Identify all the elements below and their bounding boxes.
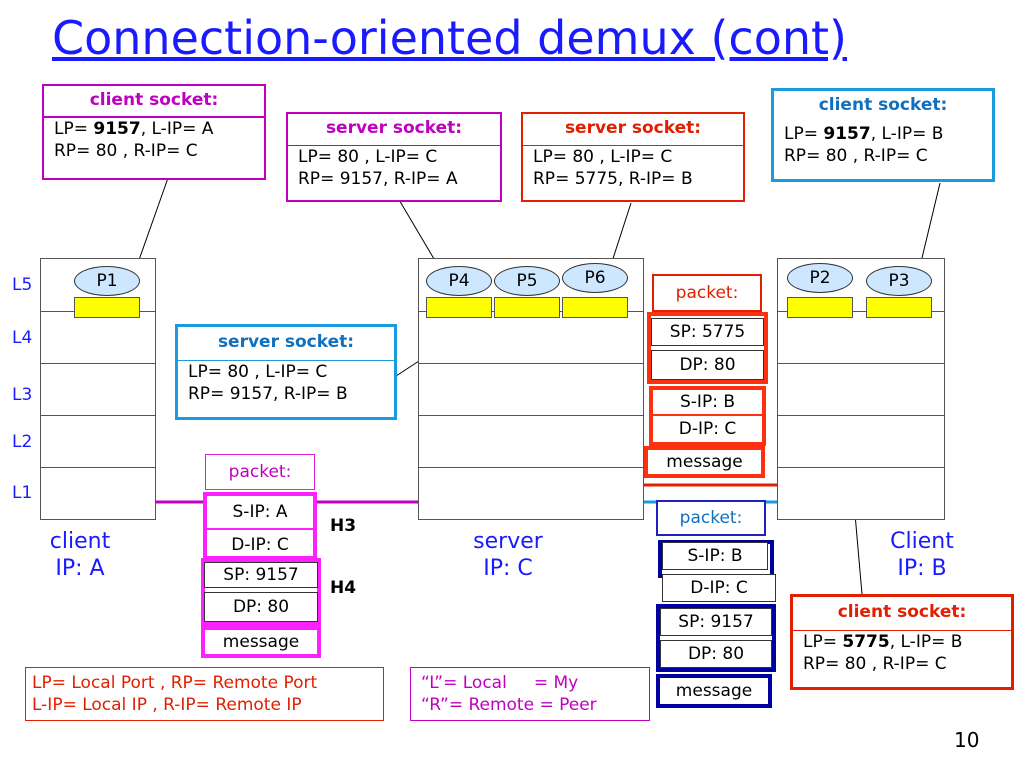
socket-header: client socket:: [42, 84, 266, 118]
socket-p1: [74, 297, 140, 318]
process-p6: P6: [562, 263, 628, 293]
socket-line-1: LP= 80 , L-IP= C: [533, 147, 673, 167]
header-label-h4: H4: [330, 578, 357, 598]
host-ip: IP: A: [55, 556, 105, 581]
packet-p2-sip: S-IP: B: [649, 386, 766, 418]
socket-p4: [426, 297, 492, 318]
packet-a-sip: S-IP: A: [203, 492, 317, 532]
process-p2: P2: [787, 263, 853, 293]
socket-line-2: RP= 80 , R-IP= C: [54, 141, 198, 161]
host-ip: IP: B: [897, 556, 947, 581]
socket-line-1: LP= 9157, L-IP= B: [784, 124, 944, 144]
header-label-h3: H3: [330, 516, 357, 536]
socket-header: client socket:: [793, 597, 1011, 631]
host-name: client: [49, 529, 111, 554]
socket-line-2: RP= 9157, R-IP= B: [188, 384, 348, 404]
packet-p2-message: message: [644, 446, 765, 478]
socket-line-1: LP= 5775, L-IP= B: [803, 632, 963, 652]
socket-p3: [866, 297, 932, 318]
layer-label-l1: L1: [12, 483, 33, 503]
process-p3: P3: [866, 266, 932, 296]
server-p6-socket-box: server socket: LP= 80 , L-IP= C RP= 5775…: [521, 112, 745, 202]
client-a-host-label: client IP: A: [30, 528, 130, 582]
socket-line-2: RP= 5775, R-IP= B: [533, 169, 693, 189]
packet-a-message: message: [201, 626, 321, 658]
client-b-p2-socket-box: client socket: LP= 5775, L-IP= B RP= 80 …: [790, 594, 1014, 690]
packet-a-dip: D-IP: C: [203, 530, 317, 560]
socket-line-2: RP= 80 , R-IP= C: [803, 654, 947, 674]
legend-local-remote: “L”= Local = My “R”= Remote = Peer: [410, 667, 650, 721]
server-host-label: server IP: C: [458, 528, 558, 582]
socket-header: server socket:: [288, 114, 500, 146]
socket-header: server socket:: [523, 114, 743, 146]
slide-title: Connection-oriented demux (cont): [52, 11, 848, 65]
socket-line-1: LP= 80 , L-IP= C: [188, 362, 328, 382]
client-b-p3-socket-box: client socket: LP= 9157, L-IP= B RP= 80 …: [771, 88, 995, 182]
layer-label-l4: L4: [12, 328, 33, 348]
socket-line-2: RP= 80 , R-IP= C: [784, 146, 928, 166]
packet-p2-dp: DP: 80: [651, 350, 764, 380]
packet-a-sp: SP: 9157: [204, 562, 318, 588]
socket-p5: [494, 297, 560, 318]
legend-port-ip: LP= Local Port , RP= Remote Port L-IP= L…: [25, 667, 384, 721]
layer-label-l5: L5: [12, 275, 33, 295]
legend-line: “L”= Local = My: [421, 673, 579, 693]
packet-p3-sip: S-IP: B: [662, 542, 768, 570]
process-p5: P5: [494, 266, 560, 296]
page-number: 10: [954, 728, 980, 752]
server-p5-socket-box: server socket: LP= 80 , L-IP= C RP= 9157…: [175, 324, 397, 420]
server-p4-socket-box: server socket: LP= 80 , L-IP= C RP= 9157…: [286, 112, 502, 202]
socket-line-1: LP= 9157, L-IP= A: [54, 119, 214, 139]
socket-line-1: LP= 80 , L-IP= C: [298, 147, 438, 167]
packet-p2-dip: D-IP: C: [649, 416, 766, 446]
client-a-socket-box: client socket: LP= 9157, L-IP= A RP= 80 …: [42, 84, 266, 180]
host-name: Client: [890, 529, 954, 554]
socket-line-2: RP= 9157, R-IP= A: [298, 169, 458, 189]
host-name: server: [473, 529, 543, 554]
legend-line: “R”= Remote = Peer: [421, 695, 597, 715]
packet-p3-message: message: [656, 674, 772, 708]
host-ip: IP: C: [483, 556, 533, 581]
client-b-host-label: Client IP: B: [872, 528, 972, 582]
packet-p3-dip: D-IP: C: [662, 574, 776, 602]
packet-p3-dp: DP: 80: [660, 640, 772, 668]
socket-p2: [787, 297, 853, 318]
packet-p2-sp: SP: 5775: [651, 318, 764, 346]
packet-p3-label: packet:: [656, 500, 766, 536]
socket-header: server socket:: [178, 327, 394, 361]
socket-p6: [562, 297, 628, 318]
process-p4: P4: [426, 266, 492, 296]
packet-p2-label: packet:: [652, 274, 762, 312]
process-p1: P1: [74, 266, 140, 296]
packet-p3-sp: SP: 9157: [660, 608, 772, 636]
packet-a-label: packet:: [205, 454, 315, 490]
packet-a-dp: DP: 80: [204, 592, 318, 622]
legend-line: L-IP= Local IP , R-IP= Remote IP: [32, 695, 302, 715]
socket-header: client socket:: [818, 95, 948, 115]
legend-line: LP= Local Port , RP= Remote Port: [32, 673, 318, 693]
layer-label-l3: L3: [12, 385, 33, 405]
layer-label-l2: L2: [12, 432, 33, 452]
